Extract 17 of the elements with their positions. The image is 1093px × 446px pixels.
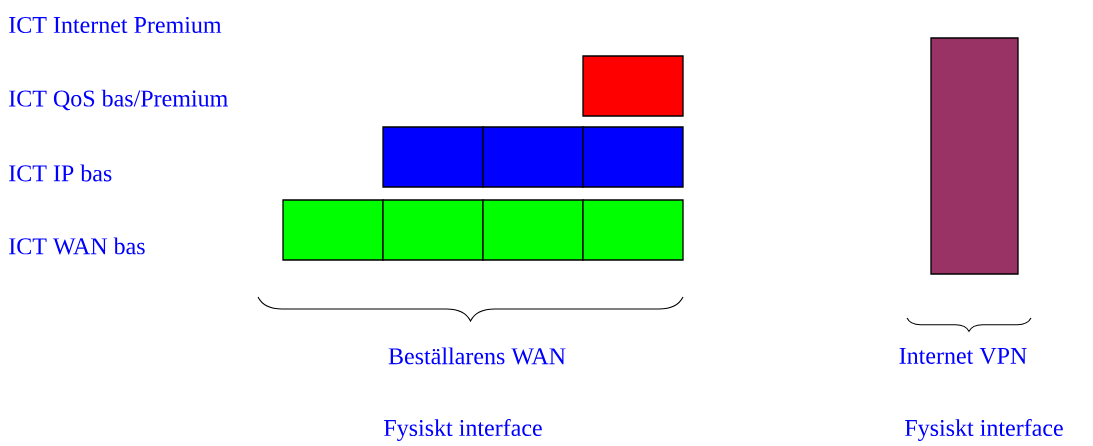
block	[482, 199, 584, 261]
label: ICT IP bas	[9, 164, 112, 182]
block	[930, 37, 1019, 275]
block	[282, 199, 384, 261]
block	[582, 199, 684, 261]
label: ICT Internet Premium	[9, 16, 222, 34]
label: ICT QoS bas/Premium	[9, 89, 228, 111]
block	[382, 199, 484, 261]
label: Fysiskt interface	[384, 418, 542, 442]
label: Beställarens WAN	[388, 347, 566, 365]
block	[382, 126, 484, 188]
block	[482, 126, 584, 188]
label: Internet VPN	[899, 347, 1027, 364]
label: Fysiskt interface	[905, 418, 1063, 442]
label: ICT WAN bas	[9, 237, 145, 255]
block	[582, 55, 684, 117]
block	[582, 126, 684, 188]
